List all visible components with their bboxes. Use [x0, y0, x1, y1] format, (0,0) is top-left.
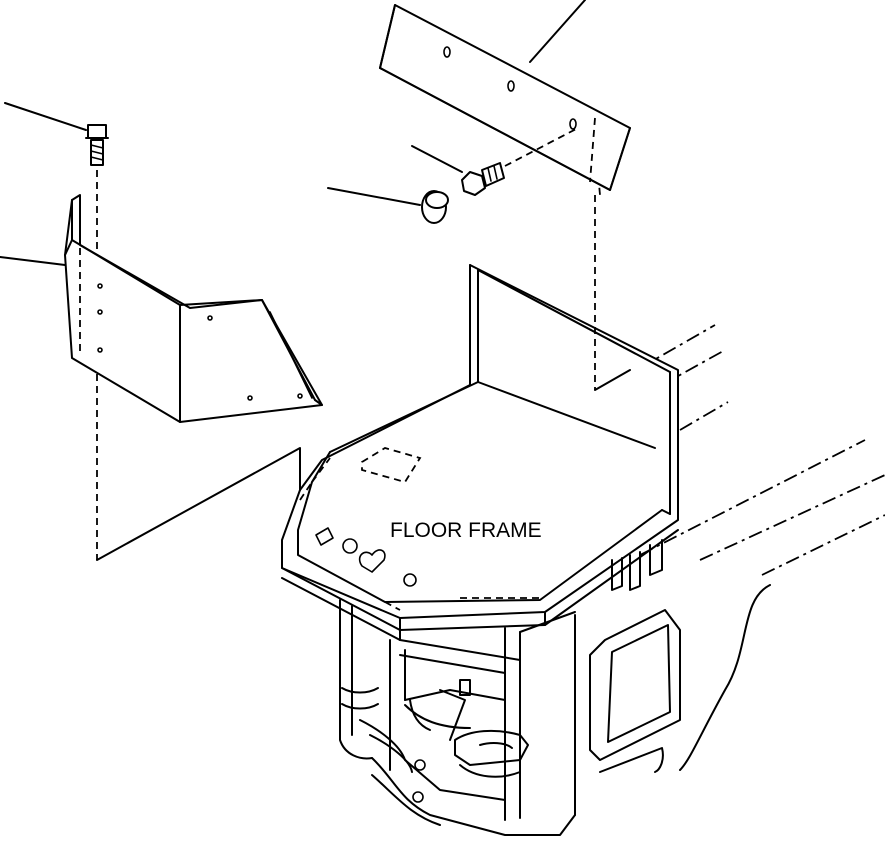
chassis-frame-rails — [589, 324, 885, 773]
floor-frame: FLOOR FRAME — [281, 264, 679, 641]
rubber-pad-icon — [379, 0, 631, 191]
angled-cover-plate-icon — [0, 194, 323, 423]
floor-frame-label: FLOOR FRAME — [390, 519, 542, 542]
hex-bolt-middle-icon — [411, 127, 579, 196]
hex-bolt-upper-icon — [4, 102, 109, 166]
grommet-plug-icon — [327, 187, 449, 224]
support-structure — [339, 599, 576, 836]
